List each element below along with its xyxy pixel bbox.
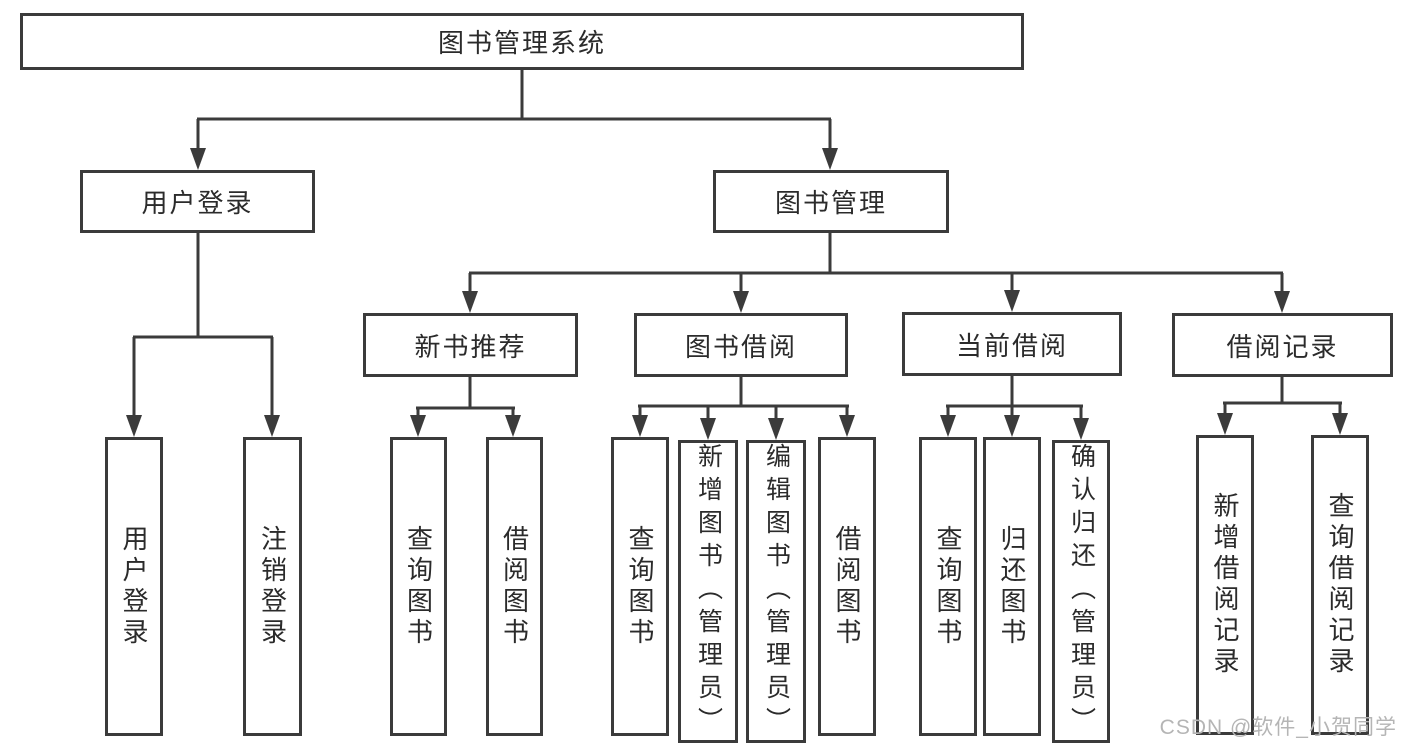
csdn-watermark: CSDN @软件_小贺同学 xyxy=(1159,716,1397,739)
leaf-add-borrow-record: 新增借阅记录 xyxy=(1196,435,1254,735)
leaf-return-book: 归还图书 xyxy=(983,437,1041,736)
node-book-borrow: 图书借阅 xyxy=(634,313,848,377)
node-book-management: 图书管理 xyxy=(713,170,949,233)
leaf-logout: 注销登录 xyxy=(243,437,302,736)
leaf-query-books-borrow: 查询图书 xyxy=(611,437,669,736)
leaf-user-login: 用户登录 xyxy=(105,437,163,736)
node-user-login: 用户登录 xyxy=(80,170,315,233)
leaf-query-books-current: 查询图书 xyxy=(919,437,977,736)
leaf-add-book-admin: 新增图书（管理员） xyxy=(678,440,738,743)
node-new-book-recommend: 新书推荐 xyxy=(363,313,578,377)
leaf-borrow-books-recommend: 借阅图书 xyxy=(486,437,543,736)
leaf-query-books-recommend: 查询图书 xyxy=(390,437,447,736)
leaf-edit-book-admin: 编辑图书（管理员） xyxy=(746,440,806,743)
leaf-query-borrow-record: 查询借阅记录 xyxy=(1311,435,1369,735)
node-borrow-records: 借阅记录 xyxy=(1172,313,1393,377)
leaf-confirm-return-admin: 确认归还（管理员） xyxy=(1052,440,1110,743)
node-root: 图书管理系统 xyxy=(20,13,1024,70)
leaf-borrow-books: 借阅图书 xyxy=(818,437,876,736)
node-current-borrow: 当前借阅 xyxy=(902,312,1122,376)
